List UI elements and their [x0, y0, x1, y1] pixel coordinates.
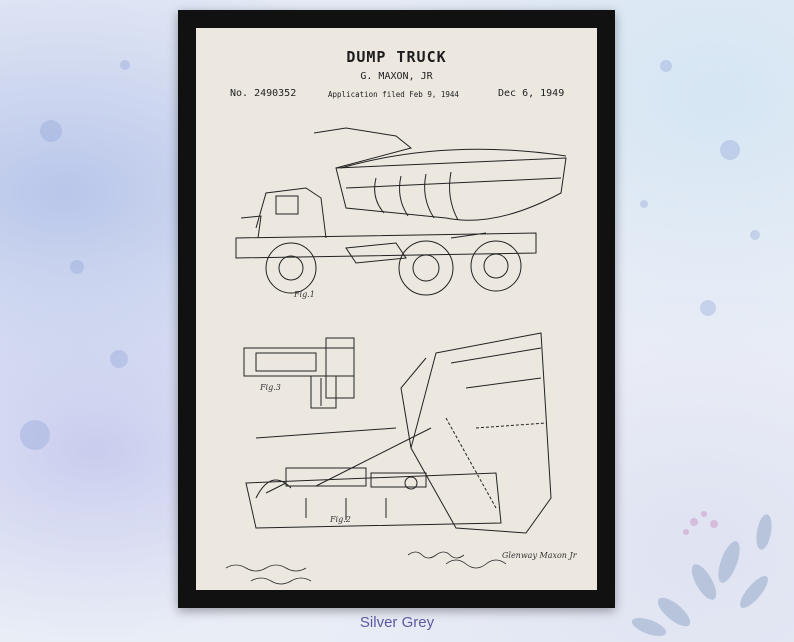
poster-frame: DUMP TRUCK G. MAXON, JR No. 2490352 Appl…	[178, 10, 615, 608]
fig3-label: Fig.3	[260, 383, 281, 392]
truck-illustration	[235, 127, 567, 296]
fig2-detail	[245, 332, 552, 534]
signature-marks	[225, 551, 507, 585]
fig1-label: Fig.1	[294, 290, 315, 299]
patent-print: DUMP TRUCK G. MAXON, JR No. 2490352 Appl…	[196, 28, 597, 590]
fig2-label: Fig.2	[330, 515, 351, 524]
patent-drawing	[225, 127, 567, 585]
poster-title: DUMP TRUCK	[346, 48, 447, 66]
filing-date: Application filed Feb 9, 1944	[328, 90, 459, 99]
signature: Glenway Maxon Jr	[502, 551, 577, 560]
fig3-detail	[243, 337, 355, 409]
patent-date: Dec 6, 1949	[498, 88, 565, 99]
inventor-name: G. MAXON, JR	[360, 71, 433, 82]
variant-caption: Silver Grey	[359, 614, 435, 631]
leaf-decoration	[631, 511, 772, 637]
patent-number: No. 2490352	[230, 88, 297, 99]
